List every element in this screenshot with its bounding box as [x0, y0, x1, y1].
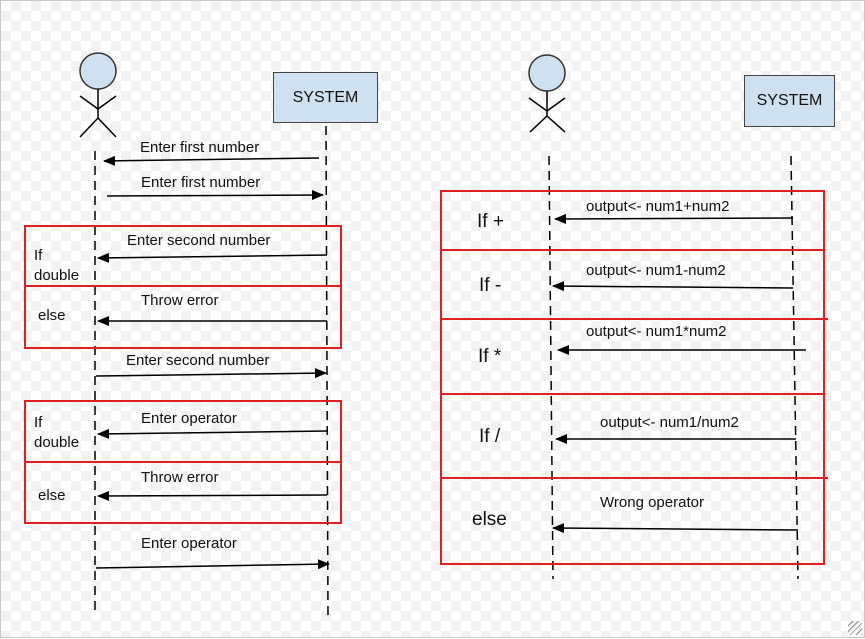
- frame1-else-label: else: [38, 307, 66, 324]
- condition-label: else: [472, 509, 507, 530]
- alt-frame-1-divider: [24, 285, 342, 287]
- condition-label: If *: [478, 346, 502, 367]
- message-label: output<- num1/num2: [600, 414, 739, 431]
- lifeline-system-right: [790, 155, 799, 580]
- lifeline-user-right: [548, 155, 554, 580]
- arrow-left-5: [95, 368, 327, 379]
- frame1-if-label: If double: [34, 247, 80, 284]
- message-label: Enter first number: [141, 174, 261, 191]
- arrow-left-3: [97, 252, 328, 263]
- system-label-right: SYSTEM: [756, 92, 823, 109]
- message-label: Throw error: [141, 292, 219, 309]
- message-label: output<- num1-num2: [586, 262, 726, 279]
- message-label: Enter operator: [141, 535, 237, 552]
- alt-frame-2-divider: [24, 461, 342, 463]
- arrow-left-8: [95, 559, 330, 570]
- message-label: Throw error: [141, 469, 219, 486]
- arrow-right-5: [552, 523, 799, 534]
- alt-frame-1: [24, 225, 342, 349]
- system-box-right: SYSTEM: [744, 75, 835, 127]
- system-label-left: SYSTEM: [292, 88, 359, 106]
- condition-label: If -: [479, 275, 502, 296]
- condition-label: If +: [477, 211, 504, 232]
- arrow-left-6: [97, 428, 328, 439]
- arrow-right-2: [552, 281, 794, 292]
- message-label: output<- num1+num2: [586, 198, 730, 215]
- message-label: Enter second number: [126, 352, 270, 369]
- frame2-if-label: If double: [34, 414, 80, 451]
- message-label: output<- num1*num2: [586, 323, 727, 340]
- arrow-left-1: [103, 155, 320, 166]
- lifeline-system-left: [325, 125, 329, 617]
- message-label: Wrong operator: [600, 494, 704, 511]
- actor-icon-right: [528, 54, 566, 133]
- message-label: Enter operator: [141, 410, 237, 427]
- condition-label: If /: [479, 426, 501, 447]
- message-label: Enter second number: [127, 232, 271, 249]
- operator-divider-3: [440, 393, 825, 395]
- arrow-right-1: [554, 213, 794, 224]
- operator-divider-2: [440, 318, 828, 320]
- arrow-left-7: [97, 490, 328, 501]
- system-box-left: SYSTEM: [273, 72, 378, 123]
- message-label: Enter first number: [140, 139, 260, 156]
- resize-grip-icon[interactable]: [848, 621, 862, 635]
- operator-divider-4: [440, 477, 828, 479]
- frame2-else-label: else: [38, 487, 66, 504]
- actor-icon-left: [79, 52, 117, 138]
- alt-frame-operators: [440, 190, 825, 565]
- arrow-left-2: [106, 190, 324, 201]
- operator-divider-1: [440, 249, 825, 251]
